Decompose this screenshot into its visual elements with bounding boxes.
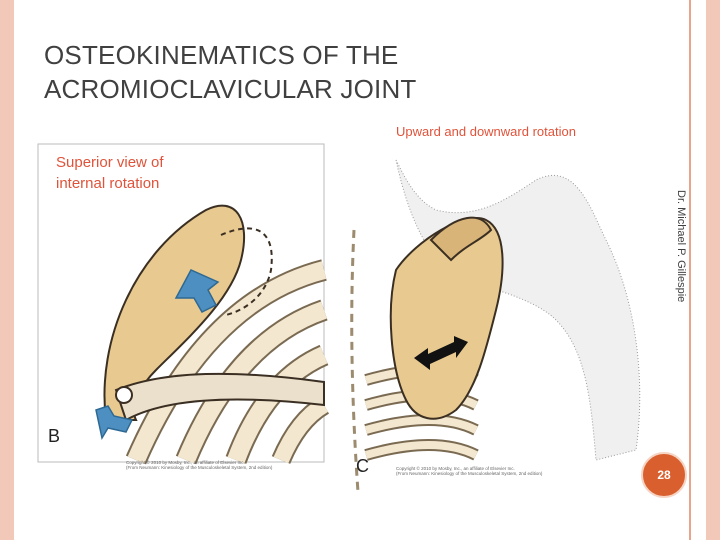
acromioclavicular-figure: Superior view of internal rotation B Cop…: [36, 120, 658, 492]
right-border: [706, 0, 720, 540]
panel-b-caption-line1: Superior view of: [56, 154, 164, 171]
panel-b-caption-line2: internal rotation: [56, 175, 159, 192]
panel-b-source: (From Neumann: Kinesiology of the Muscul…: [126, 465, 273, 470]
panel-c: Upward and downward rotation: [350, 124, 641, 492]
left-border: [0, 0, 14, 540]
panel-c-copyright: Copyright © 2010 by Mosby, Inc., an affi…: [396, 465, 515, 471]
author-label: Dr. Michael P. Gillespie: [675, 190, 687, 303]
panel-c-letter: C: [356, 456, 369, 476]
panel-c-caption: Upward and downward rotation: [396, 124, 576, 139]
page-number-badge: 28: [641, 452, 687, 498]
slide-title: OSTEOKINEMATICS OF THE ACROMIOCLAVICULAR…: [44, 40, 417, 104]
right-accent-line: [689, 0, 691, 540]
panel-b-letter: B: [48, 426, 60, 446]
panel-b-copyright: Copyright © 2010 by Mosby, Inc., an affi…: [126, 459, 245, 465]
panel-b: Superior view of internal rotation B Cop…: [37, 143, 330, 470]
panel-c-source: (From Neumann: Kinesiology of the Muscul…: [396, 471, 543, 476]
